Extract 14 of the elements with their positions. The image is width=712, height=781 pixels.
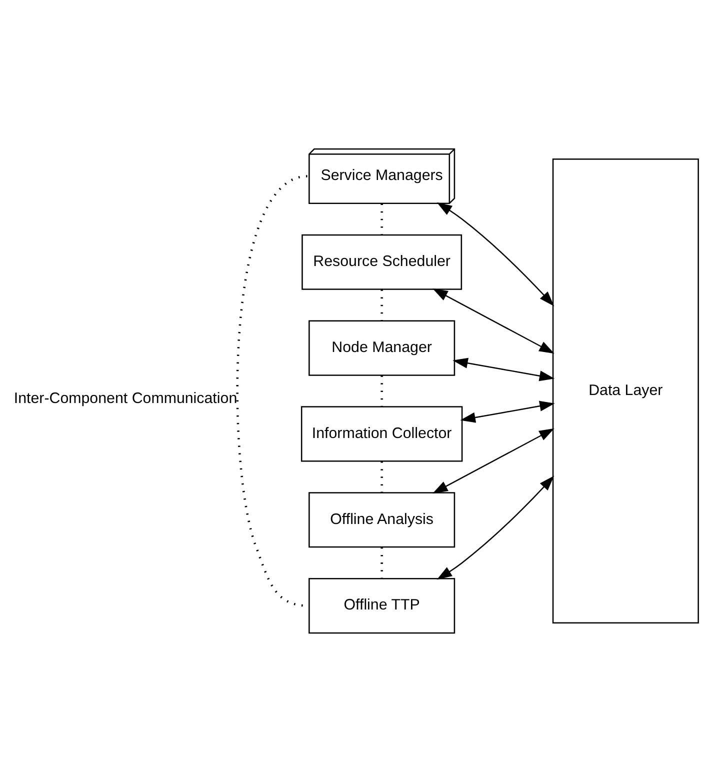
arrow bbox=[432, 428, 554, 493]
arrow bbox=[452, 357, 555, 381]
node-box: Offline TTP bbox=[308, 577, 456, 634]
connector bbox=[236, 174, 309, 606]
arrow bbox=[436, 202, 554, 306]
node-box: Data Layer bbox=[552, 158, 699, 623]
node-box: Offline Analysis bbox=[308, 492, 456, 548]
arrow bbox=[432, 288, 554, 354]
arrow bbox=[460, 400, 555, 422]
node-box: Resource Scheduler bbox=[302, 234, 462, 290]
arrow bbox=[436, 475, 554, 580]
edge-label: Inter-Component Communication bbox=[14, 389, 238, 406]
node-box: Node Manager bbox=[308, 320, 456, 376]
node-box: Information Collector bbox=[300, 406, 463, 462]
